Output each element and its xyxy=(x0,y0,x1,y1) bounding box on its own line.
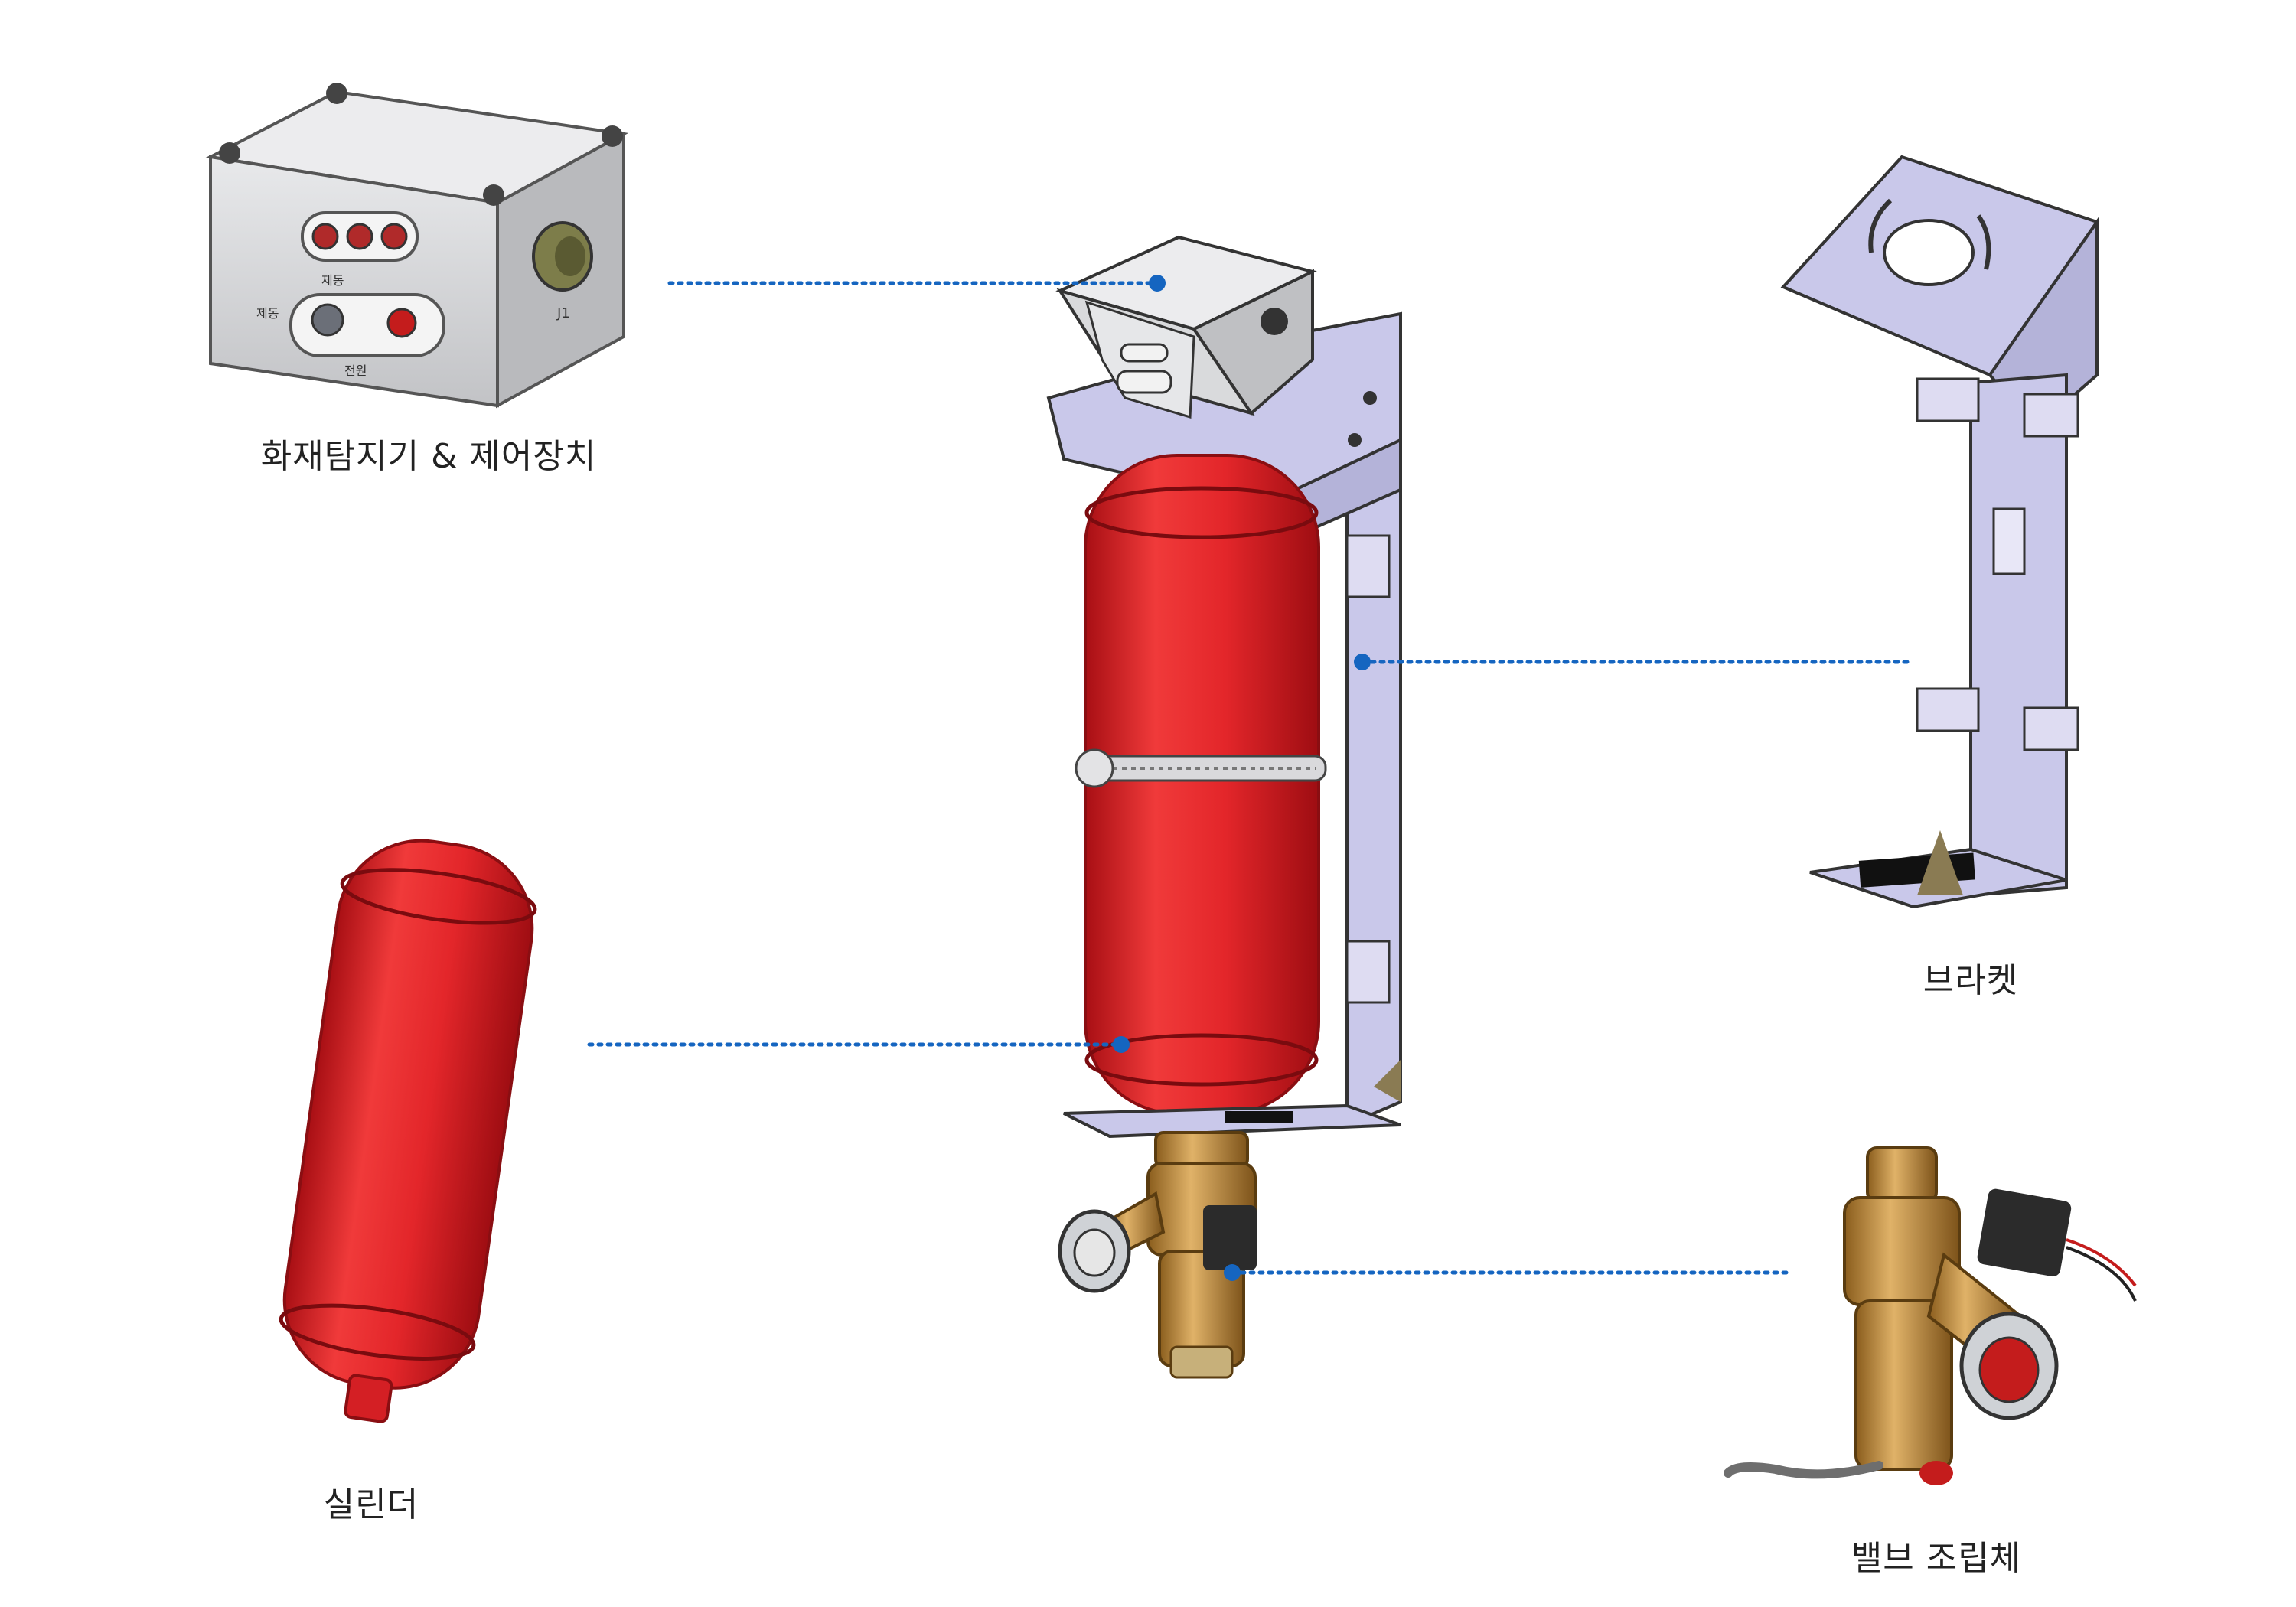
panel-text-connector: J1 xyxy=(556,305,570,321)
power-lamp xyxy=(386,308,417,338)
leader-dot-valve xyxy=(1224,1264,1241,1281)
leader-dot-detector xyxy=(1149,275,1166,292)
cylinder xyxy=(279,839,537,1423)
panel-text-bottom: 전원 xyxy=(344,363,367,378)
leader-dot-cylinder xyxy=(1113,1036,1130,1053)
bracket xyxy=(1780,155,2100,909)
indicator-lamp-1 xyxy=(311,223,339,250)
indicator-lamp-3 xyxy=(380,223,408,250)
label-detector-control: 화재탐지기 & 제어장치 xyxy=(260,437,597,476)
leader-lines xyxy=(587,281,1916,1275)
detector-control-box: 제동 제동 전원 J1 xyxy=(205,83,629,409)
panel-text-left: 제동 xyxy=(256,306,279,321)
leader-dot-bracket xyxy=(1354,654,1371,670)
panel-text-top: 제동 xyxy=(321,273,344,288)
label-bracket: 브라켓 xyxy=(1923,961,2019,1000)
assembled-unit xyxy=(1046,235,1402,1379)
indicator-lamp-2 xyxy=(346,223,373,250)
leader-dots xyxy=(1113,275,1371,1281)
valve-assembly xyxy=(1724,1146,2137,1485)
label-valve-assembly: 밸브 조립체 xyxy=(1851,1539,2022,1578)
key-switch xyxy=(311,303,344,337)
label-cylinder: 실린더 xyxy=(323,1485,419,1524)
